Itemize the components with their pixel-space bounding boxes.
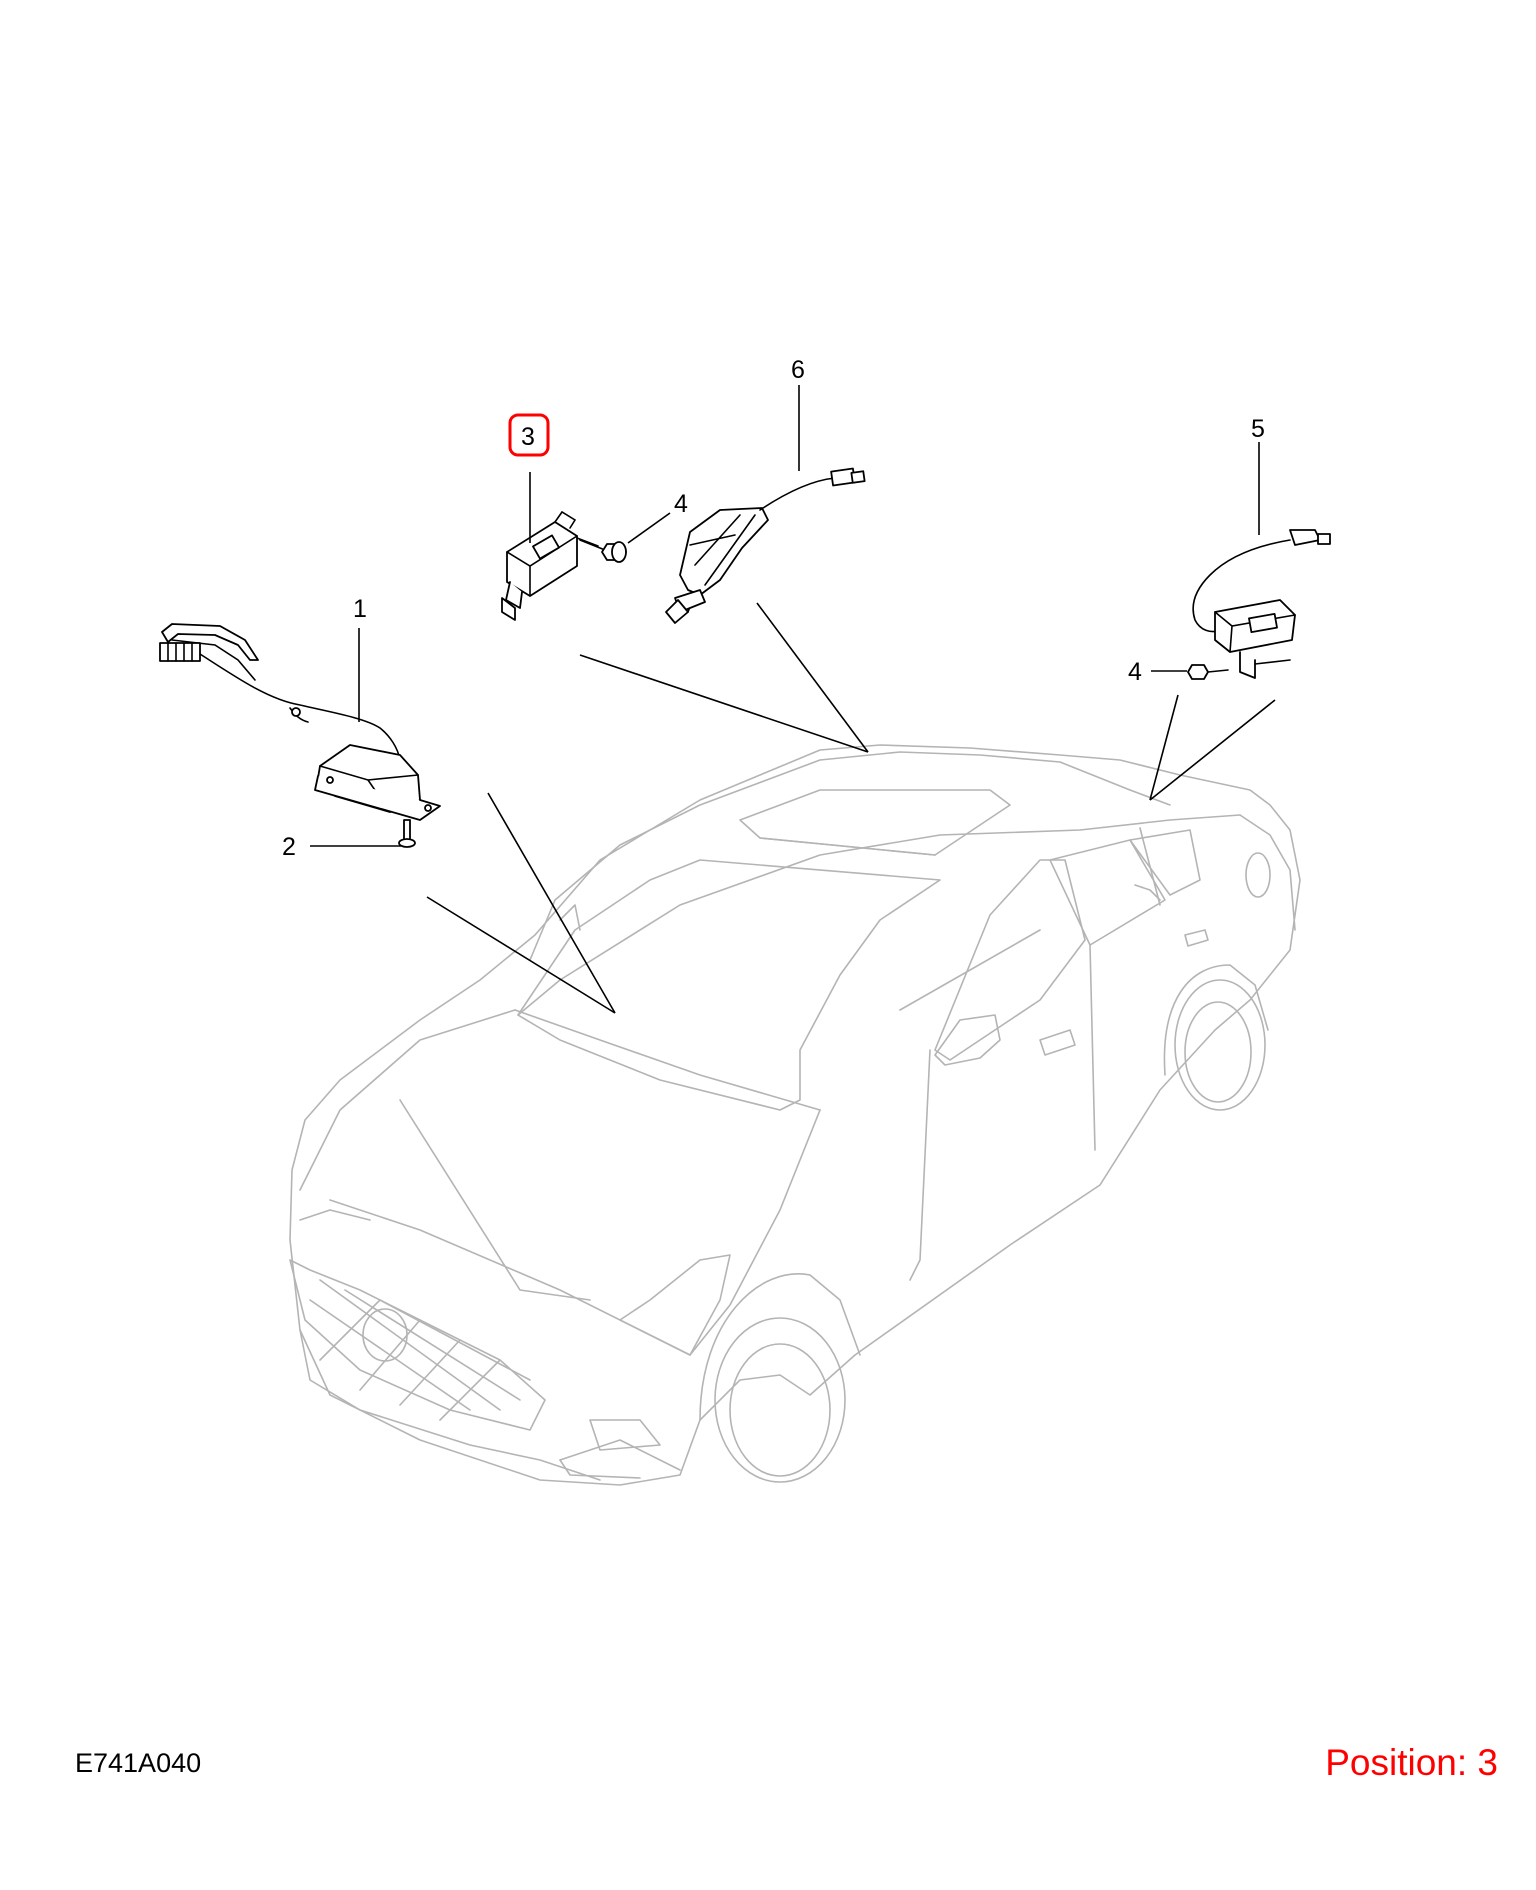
part-3-module xyxy=(501,510,599,621)
part-6-cable xyxy=(665,467,866,624)
vehicle-illustration xyxy=(289,744,1301,1486)
callout-1[interactable]: 1 xyxy=(353,595,367,623)
callout-6[interactable]: 6 xyxy=(791,356,805,384)
callout-4-upper[interactable]: 4 xyxy=(674,490,688,518)
part-1-module xyxy=(159,623,441,821)
part-4-bolt-upper xyxy=(579,539,627,563)
callout-3-highlight xyxy=(508,413,550,457)
part-2-screw xyxy=(398,819,416,848)
callout-2[interactable]: 2 xyxy=(282,833,296,861)
part-5-module xyxy=(1192,529,1331,679)
callout-4-right[interactable]: 4 xyxy=(1128,658,1142,686)
position-indicator: Position: 3 xyxy=(1325,1742,1498,1783)
leader-lines xyxy=(310,385,1260,847)
callout-3[interactable]: 3 xyxy=(521,423,535,451)
part-4-bolt-right xyxy=(1187,664,1229,680)
pointer-lines xyxy=(426,602,1276,1014)
callout-5[interactable]: 5 xyxy=(1251,415,1265,443)
drawing-code: E741A040 xyxy=(75,1748,202,1778)
callout-labels: 1 2 3 4 4 5 6 xyxy=(282,356,1265,861)
